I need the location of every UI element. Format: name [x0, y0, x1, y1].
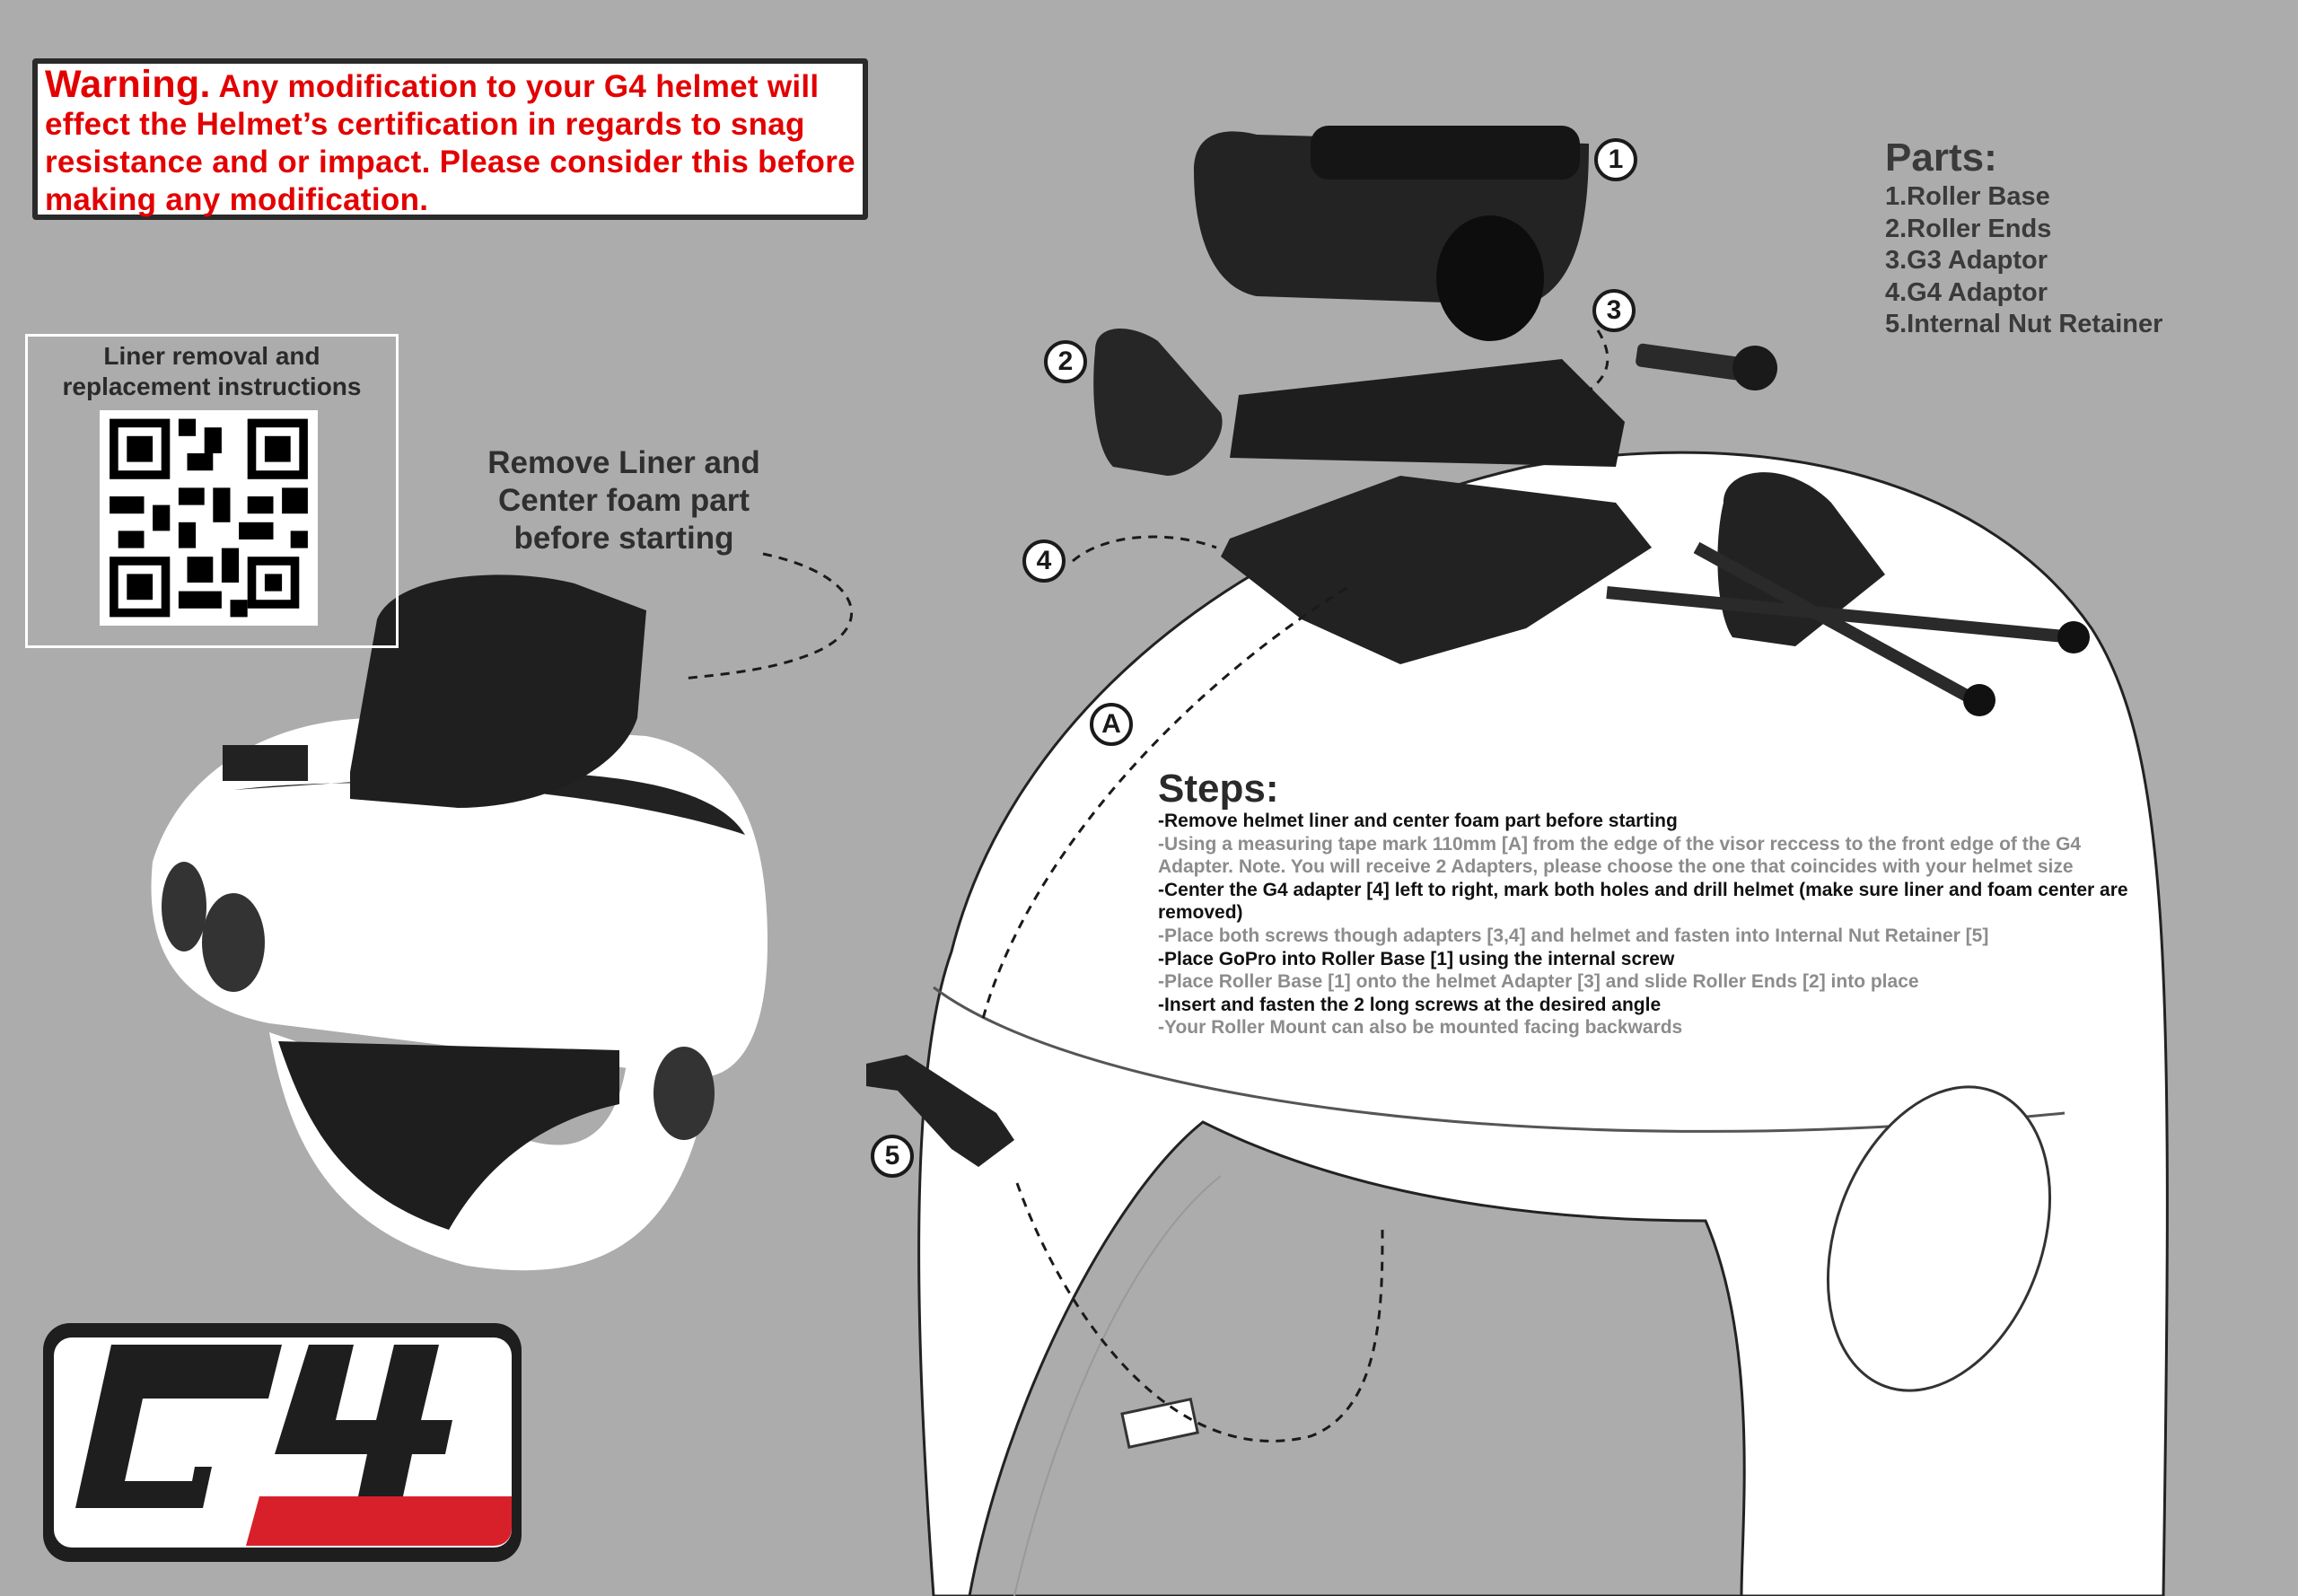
note-line: Remove Liner and: [487, 445, 760, 480]
warning-box: Warning. Any modification to your G4 hel…: [32, 58, 868, 220]
qr-code[interactable]: [100, 410, 318, 626]
callout-4: 4: [1022, 539, 1066, 583]
step-item: -Insert and fasten the 2 long screws at …: [1158, 994, 1662, 1015]
note-line: before starting: [513, 521, 734, 556]
step-item: -Place both screws though adapters [3,4]…: [1158, 925, 1989, 946]
parts-item: 3.G3 Adaptor: [1885, 246, 2048, 275]
dashed-arrows: [681, 329, 1609, 1443]
logo-graphic: [43, 1323, 522, 1562]
step-item: -Place Roller Base [1] onto the helmet A…: [1158, 971, 1919, 993]
parts-item: 2.Roller Ends: [1885, 214, 2052, 243]
warning-lead: Warning.: [45, 63, 211, 106]
liner-removal-note: Remove Liner and Center foam part before…: [431, 444, 817, 557]
callout-a: A: [1090, 703, 1133, 746]
screw-part: [1636, 343, 1777, 390]
parts-item: 5.Internal Nut Retainer: [1885, 310, 2163, 338]
step-item: -Your Roller Mount can also be mounted f…: [1158, 1017, 1683, 1039]
chin-vent: [1120, 1398, 1199, 1449]
nut-retainer-part: [866, 1055, 1014, 1167]
callout-1: 1: [1594, 138, 1637, 181]
qr-code-pattern: [110, 418, 308, 618]
helmet-visor-edge: [933, 986, 2066, 1133]
parts-list: Parts: 1.Roller Base 2.Roller Ends 3.G3 …: [1885, 135, 2162, 341]
helmet-chin-cutout: [968, 1120, 1746, 1596]
roller-end-part: [1093, 329, 1223, 476]
roller-side-assembly: [1606, 472, 2090, 716]
g4-cookie-logo: [39, 1320, 525, 1565]
small-helmet: [151, 574, 768, 1271]
parts-item: 1.Roller Base: [1885, 182, 2050, 211]
qr-title: Liner removal and replacement instructio…: [25, 341, 399, 402]
chin-inner: [1013, 1175, 1222, 1596]
qr-title-line: Liner removal and: [103, 342, 320, 370]
step-item: -Using a measuring tape mark 110mm [A] f…: [1158, 833, 2082, 878]
callout-2: 2: [1044, 340, 1087, 383]
g3-adaptor-part: [1230, 359, 1625, 467]
callout-3: 3: [1592, 289, 1636, 332]
note-line: Center foam part: [497, 483, 750, 518]
callout-5: 5: [871, 1135, 914, 1178]
parts-title: Parts:: [1885, 136, 1997, 180]
steps-list: Steps: -Remove helmet liner and center f…: [1158, 768, 2163, 1039]
steps-title: Steps:: [1158, 767, 1279, 811]
qr-title-line: replacement instructions: [62, 373, 362, 400]
qr-panel: [25, 334, 399, 648]
parts-item: 4.G4 Adaptor: [1885, 277, 2048, 307]
step-item: -Place GoPro into Roller Base [1] using …: [1158, 948, 1675, 969]
side-mount-plate: [1826, 1085, 2052, 1392]
step-item: -Remove helmet liner and center foam par…: [1158, 811, 1678, 831]
warning-text: Any modification to your G4 helmet will …: [45, 69, 855, 217]
roller-base-part: [1194, 126, 1589, 341]
g4-adaptor-part: [1221, 476, 1652, 664]
step-item: -Center the G4 adapter [4] left to right…: [1158, 879, 2128, 924]
